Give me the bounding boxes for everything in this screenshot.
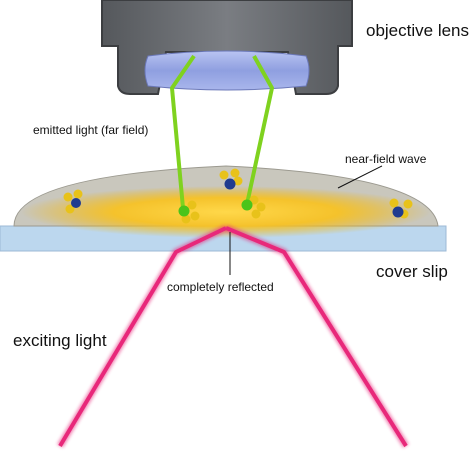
sample-drop (13, 165, 439, 238)
reflected-beam-core (225, 226, 408, 448)
near-field-wave-label: near-field wave (345, 152, 427, 166)
emitted-beam-right (245, 55, 274, 205)
incident-beam-core (58, 226, 227, 448)
near-field-leader-line (337, 165, 383, 189)
molecule-left (63, 189, 83, 214)
completely-reflected-label: completely reflected (167, 280, 274, 294)
objective-lens (101, 0, 353, 95)
exciting-light-label: exciting light (13, 331, 107, 350)
molecule-right (389, 198, 413, 219)
molecule-green-left (178, 200, 200, 224)
objective-lens-glass (144, 50, 310, 91)
emitted-light-beams (170, 54, 274, 209)
emitted-beam-left (170, 54, 196, 209)
reflected-beam (224, 224, 409, 448)
objective-lens-label: objective lens (366, 21, 469, 40)
emitted-light-label: emitted light (far field) (33, 123, 148, 137)
near-field-glow (21, 186, 431, 238)
cover-slip-label: cover slip (376, 262, 448, 281)
objective-body (101, 0, 353, 95)
molecule-green-right (241, 195, 266, 219)
exciting-light-beams (56, 224, 409, 448)
molecule-top (219, 168, 243, 190)
